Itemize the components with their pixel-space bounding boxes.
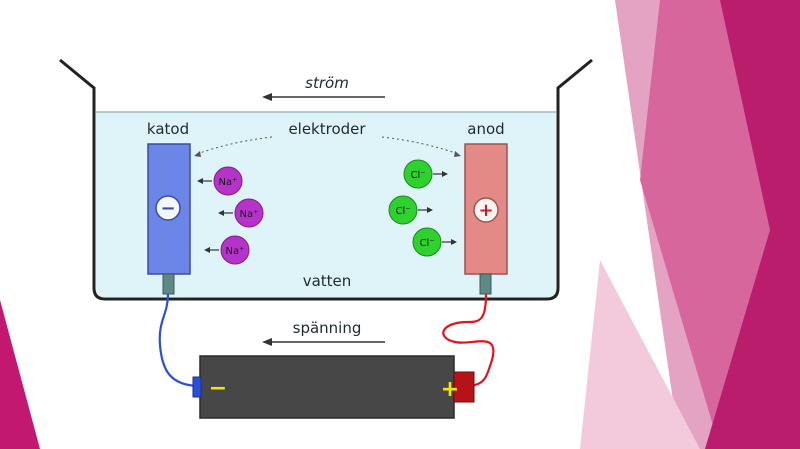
wire-positive [442,293,495,388]
bg-shape-dark [705,0,800,449]
sodium-ion-label: Na⁺ [226,246,245,257]
bg-shape-pale [580,260,700,449]
battery-positive-terminal [453,371,475,403]
chloride-ion-label: Cl⁻ [419,238,434,249]
cathode-sign-badge [155,195,181,221]
current-arrow [262,93,385,101]
sodium-ion-2: Na⁺ [218,198,264,228]
battery [192,355,475,419]
battery-negative-sign: − [209,376,227,401]
anode-sign: + [478,200,493,221]
battery-positive-sign: + [441,377,459,402]
anode-label: anod [467,120,504,138]
voltage-arrow [262,338,385,346]
current-label: ström [305,74,349,92]
sodium-ion-label: Na⁺ [240,209,259,220]
chloride-ion-label: Cl⁻ [395,206,410,217]
water-label: vatten [303,272,352,290]
tank [59,58,593,301]
wire-negative [158,293,199,388]
sodium-ion-1: Na⁺ [197,166,243,196]
voltage-label: spänning [293,319,362,337]
chloride-ion-2: Cl⁻ [388,195,433,225]
chloride-ion-label: Cl⁻ [410,170,425,181]
chloride-ion-1: Cl⁻ [403,159,448,189]
cathode-sign: − [160,198,175,219]
anode-electrode [464,143,508,295]
electrodes-label: elektroder [288,120,366,138]
cathode-label: katod [147,120,189,138]
water [96,112,556,297]
chloride-ion-3: Cl⁻ [412,227,457,257]
battery-negative-terminal [192,376,202,398]
anode-sign-badge [473,197,499,223]
cathode-electrode [147,143,191,295]
battery-body [199,355,455,419]
electrodes-leader-left [196,136,273,155]
bg-shape-left [0,300,40,449]
electrodes-leader-right [381,136,459,155]
sodium-ion-label: Na⁺ [219,177,238,188]
sodium-ion-3: Na⁺ [204,235,250,265]
